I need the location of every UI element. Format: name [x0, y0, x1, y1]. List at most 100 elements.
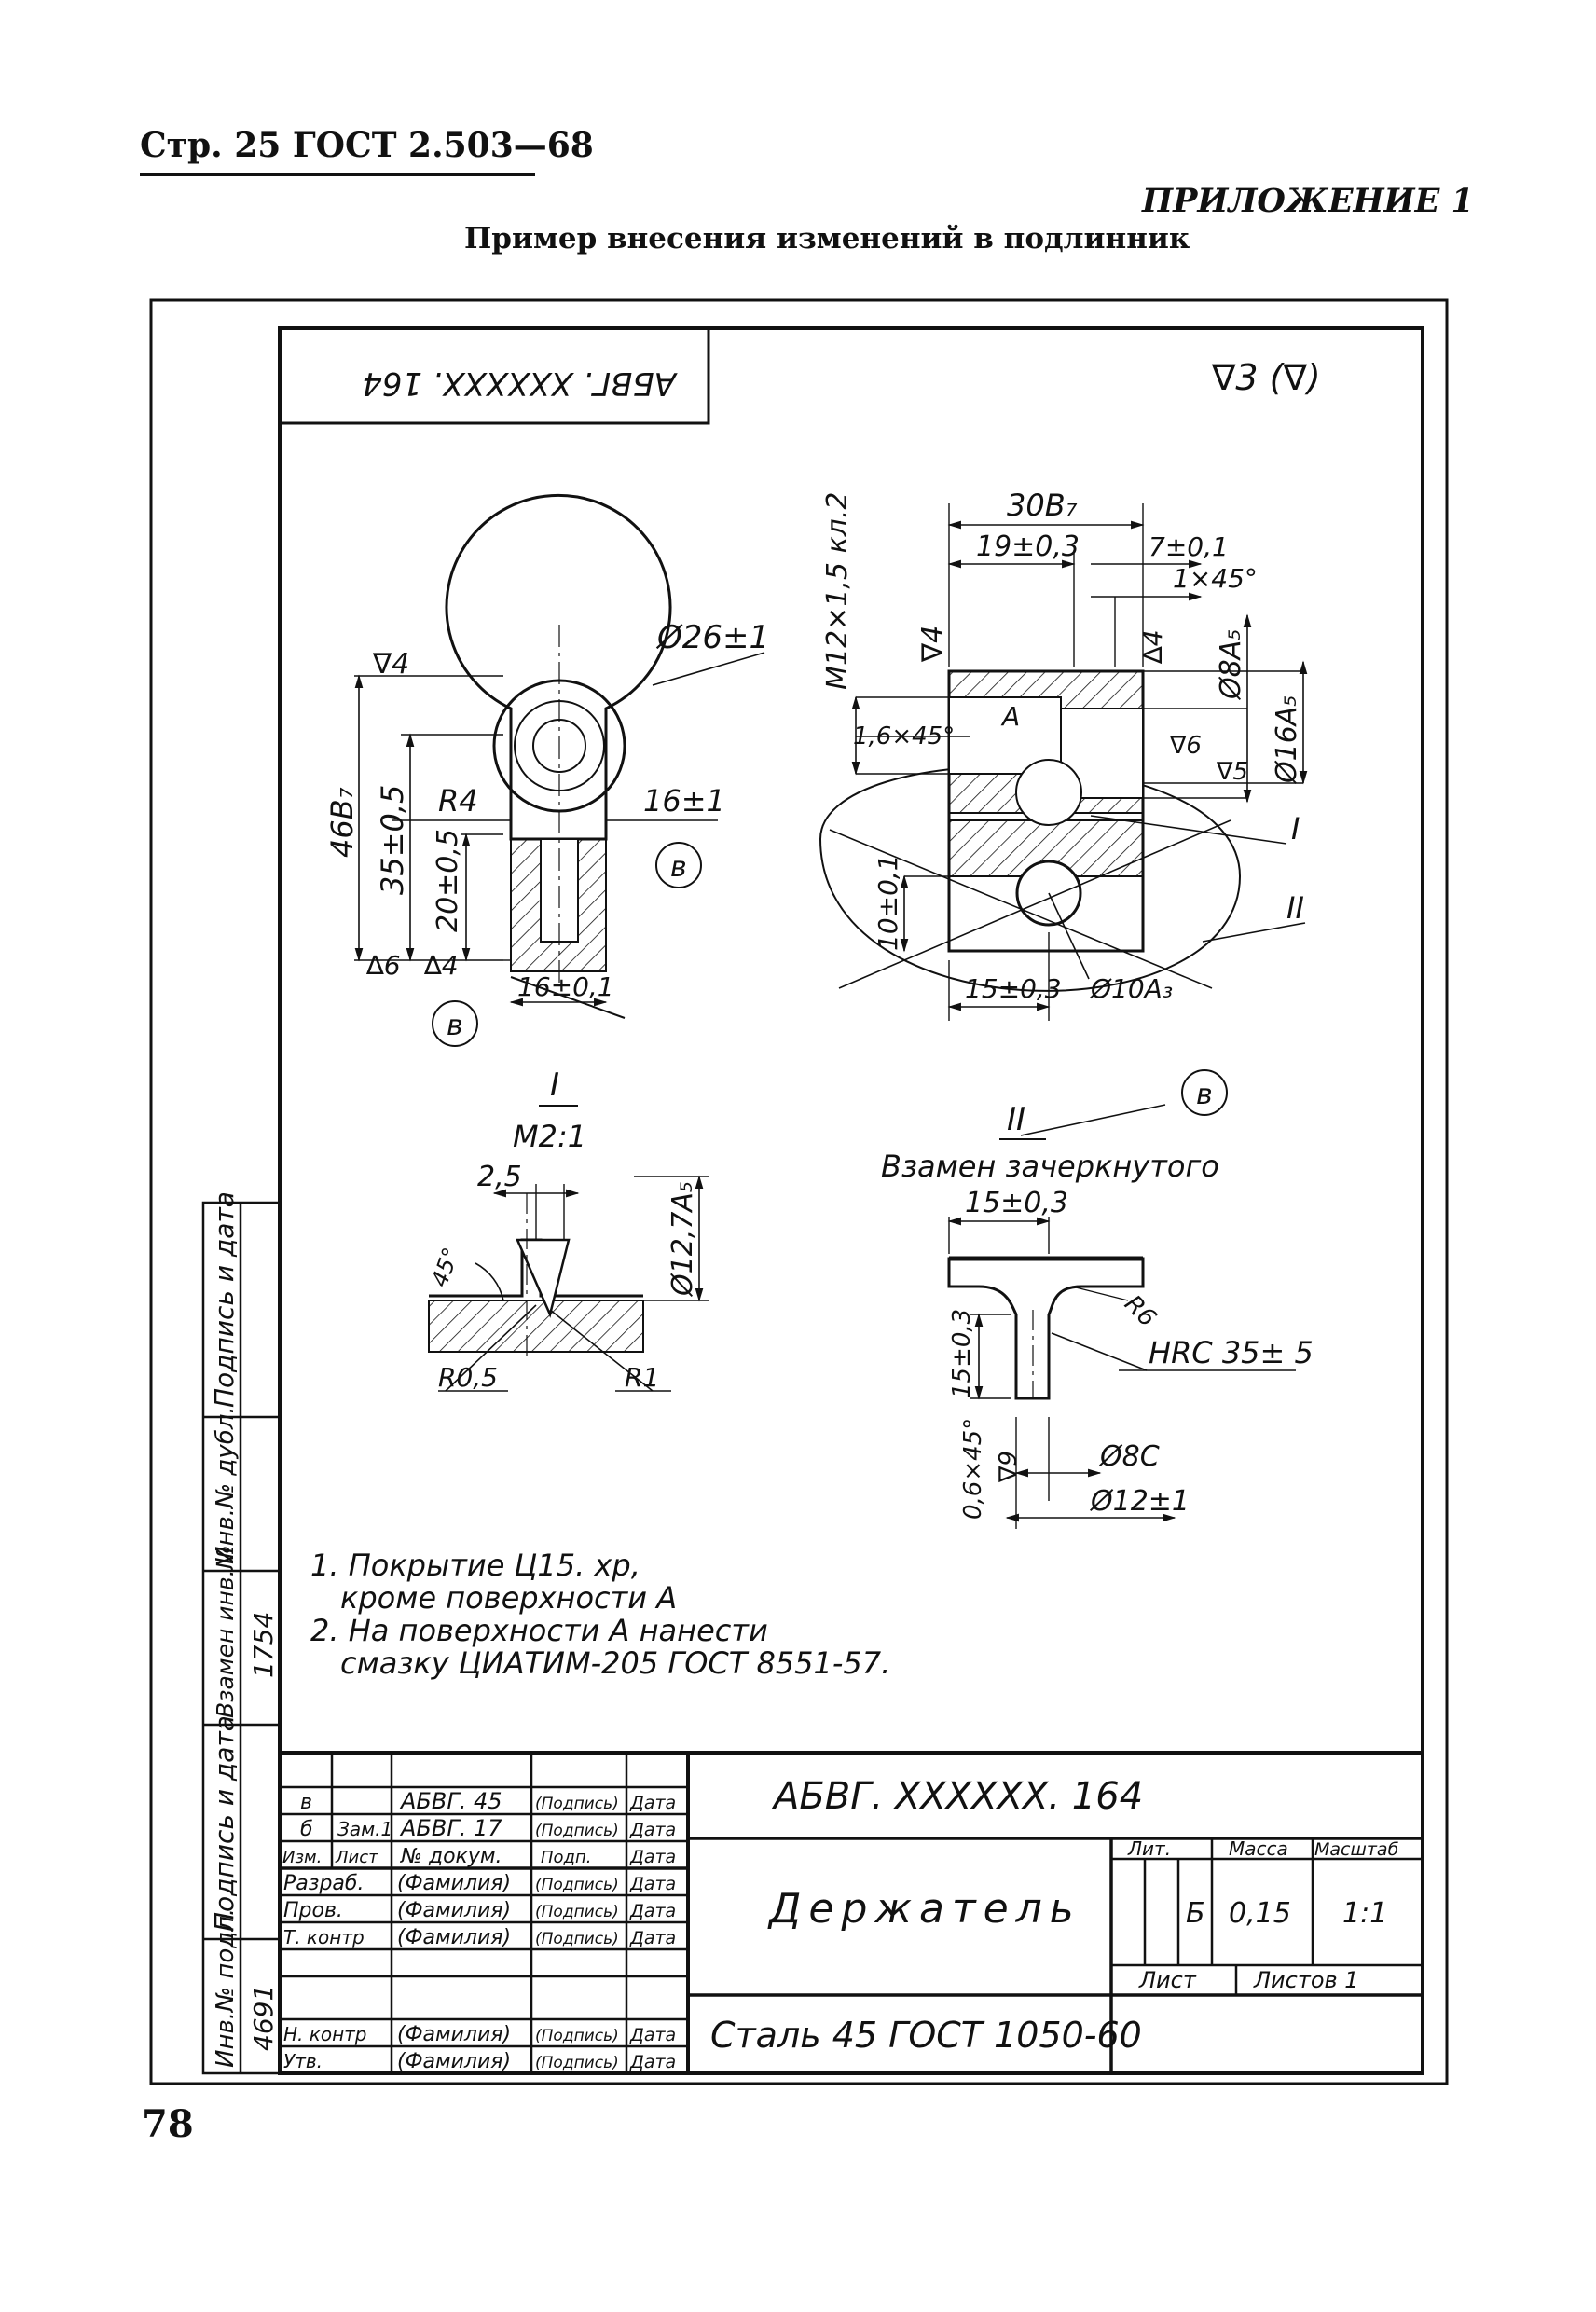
rev-row-1-c1: в	[300, 1791, 312, 1814]
rough-v5: ∇5	[1216, 758, 1248, 786]
side-value-vzamen: 1754	[248, 1612, 279, 1678]
side-label-vzamen: Взамен инв.№	[212, 1545, 239, 1718]
dim-r4: R4	[438, 783, 478, 819]
sheet-frame	[149, 298, 1449, 2085]
sig-row-3-role: Т. контр	[283, 1926, 365, 1948]
title-block-grid	[278, 1751, 1424, 2075]
dim-1x45: 1×45°	[1173, 563, 1258, 594]
rev-row-1-c4: (Подпись)	[535, 1795, 619, 1813]
detail2-dim-15-vert: 15±0,3	[948, 1309, 976, 1398]
right-view	[819, 503, 1308, 1136]
sig-row-6-sig: (Подпись)	[535, 2054, 619, 2072]
side-label-sign-date-2: Подпись и дата	[209, 1715, 240, 1932]
title-name: Держатель	[767, 1885, 1081, 1933]
dim-15-right: 15±0,3	[965, 973, 1062, 1004]
dim-16-struck: 16±0,1	[517, 971, 614, 1002]
detail2-rough-9: ∇9	[995, 1451, 1023, 1483]
rev-row-3-c4: Подп.	[541, 1848, 591, 1867]
detail1-view	[428, 1175, 709, 1392]
sig-row-2-date: Дата	[629, 1901, 676, 1921]
section-ref-1: I	[1291, 811, 1300, 846]
rough-4-top: ∇4	[372, 648, 409, 681]
sig-row-6-name: (Фамилия)	[397, 2050, 511, 2073]
section-ref-2: II	[1286, 890, 1304, 926]
lit-value: Б	[1186, 1897, 1205, 1930]
note-line-3: 2. На поверхности А нанести	[310, 1613, 768, 1648]
dim-46b7: 46B₇	[324, 787, 360, 858]
sig-row-1-role: Разраб.	[283, 1872, 364, 1895]
rough-4-right: ∇4	[916, 626, 949, 663]
rev-row-3-c2: Лист	[335, 1848, 378, 1867]
side-label-inv: Инв.№ подл.	[212, 1908, 240, 2068]
lit-header: Лит.	[1127, 1837, 1171, 1860]
rev-row-1-c5: Дата	[629, 1793, 676, 1813]
title-code: АБВГ. XXXXXX. 164	[771, 1775, 1143, 1818]
dim-dia16a5: Ø16A₅	[1271, 695, 1303, 785]
note-line-4: смазку ЦИАТИМ-205 ГОСТ 8551-57.	[340, 1645, 890, 1681]
detail1-dia12.7: Ø12,7A₅	[667, 1181, 699, 1298]
revision-mark-1-label: в	[670, 851, 687, 884]
sig-row-5-date: Дата	[629, 2025, 676, 2045]
sig-row-1-sig: (Подпись)	[535, 1876, 619, 1894]
surface-label-a: A	[1000, 701, 1020, 732]
dim-dia10a3: Ø10A₃	[1090, 973, 1173, 1004]
detail2-dim-15: 15±0,3	[965, 1187, 1068, 1219]
dim-19: 19±0,3	[976, 530, 1080, 563]
rev-row-2-c3: АБВГ. 17	[399, 1815, 502, 1841]
page-number: 78	[142, 2102, 194, 2146]
revision-mark-2	[432, 1000, 478, 1047]
rev-row-3-c1: Изм.	[282, 1848, 322, 1867]
detail2-r6: R6	[1119, 1290, 1162, 1333]
detail1-dim-2.5: 2,5	[477, 1161, 522, 1193]
sig-row-5-name: (Фамилия)	[397, 2023, 511, 2046]
note-line-1: 1. Покрытие Ц15. хр,	[310, 1548, 640, 1583]
dim-20: 20±0,5	[432, 829, 464, 932]
rev-row-1-c3: АБВГ. 45	[399, 1788, 502, 1814]
title-material: Сталь 45 ГОСТ 1050-60	[710, 2015, 1142, 2056]
dim-7: 7±0,1	[1149, 531, 1229, 562]
sig-row-2-role: Пров.	[283, 1899, 343, 1922]
dim-thread-m12: M12×1,5 кл.2	[821, 492, 854, 690]
sig-row-1-name: (Фамилия)	[397, 1872, 511, 1895]
rough-v6: ∇6	[1169, 732, 1202, 760]
detail2-revision-mark	[1181, 1069, 1228, 1116]
detail2-note: Взамен зачеркнутого	[881, 1149, 1219, 1184]
header-rule	[140, 173, 535, 176]
dim-35: 35±0,5	[375, 785, 410, 895]
sheet-label: Лист	[1138, 1967, 1197, 1993]
dim-dia8a5: Ø8A₅	[1215, 629, 1247, 701]
dim-16: 16±1	[643, 783, 725, 819]
rev-row-3-c5: Дата	[629, 1847, 676, 1867]
sig-row-3-date: Дата	[629, 1928, 676, 1948]
sig-row-6-role: Утв.	[283, 2050, 323, 2072]
detail1-label: I	[550, 1067, 559, 1104]
side-value-inv: 4691	[248, 1985, 279, 2051]
sig-row-2-sig: (Подпись)	[535, 1903, 619, 1921]
sig-row-2-name: (Фамилия)	[397, 1899, 511, 1922]
mass-value: 0,15	[1229, 1897, 1291, 1930]
revision-mark-1	[655, 842, 702, 888]
scale-value: 1:1	[1342, 1897, 1387, 1930]
dim-30b7: 30B₇	[1007, 488, 1078, 523]
rough-6: ∆6	[365, 950, 401, 981]
detail2-view	[947, 1217, 1296, 1529]
dim-10: 10±0,1	[873, 854, 903, 951]
detail2-chamfer: 0,6×45°	[959, 1418, 987, 1520]
dim-1.6x45: 1,6×45°	[853, 722, 955, 750]
sig-row-3-name: (Фамилия)	[397, 1926, 511, 1949]
detail1-scale: M2:1	[513, 1119, 586, 1154]
sig-row-3-sig: (Подпись)	[535, 1930, 619, 1948]
detail1-r0.5: R0,5	[438, 1362, 498, 1393]
upside-code-box: АБВГ. XXXXXX. 164	[278, 326, 710, 425]
detail1-angle: 45°	[426, 1244, 464, 1290]
rev-row-2-c2: Зам.1	[337, 1818, 392, 1840]
left-view	[354, 493, 765, 1019]
rough-d4-right: ∆4	[1137, 629, 1168, 665]
drawing-caption: Пример внесения изменений в подлинник	[464, 222, 1190, 255]
detail2-dia12: Ø12±1	[1089, 1485, 1190, 1518]
dim-dia26: Ø26±1	[655, 619, 769, 656]
side-label-dubl: Инв.№ дубл.	[212, 1406, 240, 1564]
sig-row-1-date: Дата	[629, 1874, 676, 1894]
detail2-revision-mark-label: в	[1196, 1079, 1213, 1111]
